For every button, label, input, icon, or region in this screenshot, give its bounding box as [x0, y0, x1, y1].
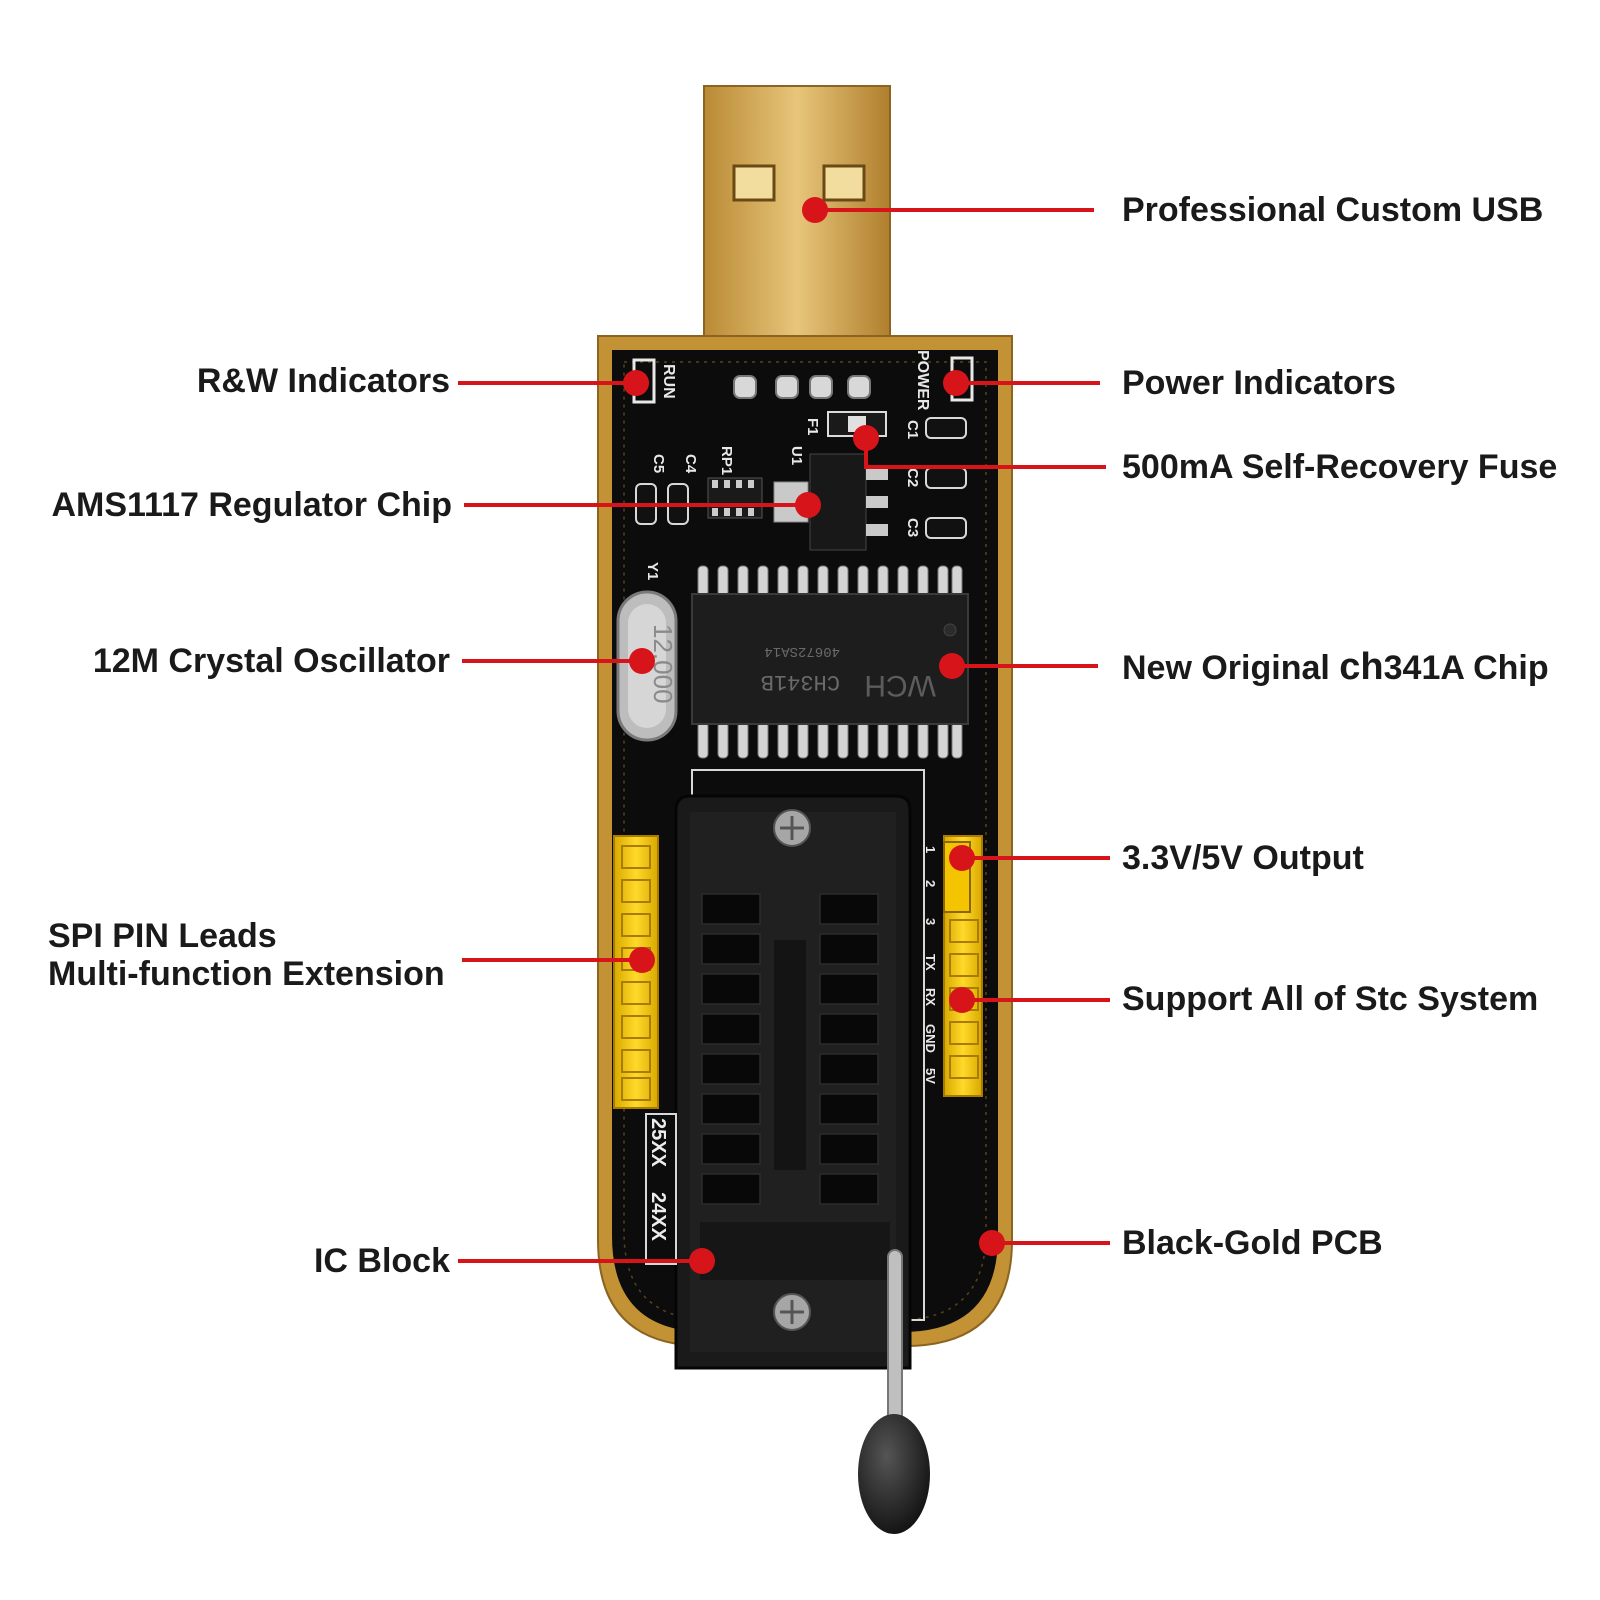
crystal-dot [629, 648, 655, 674]
socket-24xx-marking: 24XX [647, 1192, 669, 1242]
ic-block-label: IC Block [313, 1242, 450, 1280]
output-pin-header [943, 835, 983, 1097]
ic-block-dot [689, 1248, 715, 1274]
rw-dot [623, 370, 649, 396]
spi-label-line1: SPI PIN Leads [48, 917, 277, 955]
spi-label-line2: Multi-function Extension [48, 955, 445, 993]
stc-label: Support All of Stc System [1122, 980, 1539, 1018]
c3-marking: C3 [904, 518, 921, 537]
chip-label-emph: ch [1339, 646, 1384, 688]
pcb-label: Black-Gold PCB [1122, 1224, 1383, 1262]
pin-2-marking: 2 [923, 880, 938, 887]
u1-marking: U1 [788, 446, 805, 465]
run-marking: RUN [660, 364, 677, 399]
usb-dot [802, 197, 828, 223]
capacitor-c2 [925, 467, 967, 489]
c5-marking: C5 [650, 454, 667, 473]
stc-dot [949, 987, 975, 1013]
pin-gnd-marking: GND [923, 1024, 938, 1053]
power-dot [943, 370, 969, 396]
capacitor-c3 [925, 517, 967, 539]
usb-label: Professional Custom USB [1122, 191, 1544, 229]
fuse-label: 500mA Self-Recovery Fuse [1122, 448, 1558, 486]
crystal-label: 12M Crystal Oscillator [92, 642, 450, 680]
fuse-dot [853, 425, 879, 451]
pin-rx-marking: RX [923, 988, 938, 1006]
callout-dots [623, 197, 1005, 1274]
f1-marking: F1 [804, 418, 821, 436]
regulator-dot [795, 492, 821, 518]
y1-marking: Y1 [644, 562, 661, 580]
rw-indicators-label: R&W Indicators [196, 362, 450, 400]
chip-label-prefix: New Original [1122, 649, 1340, 687]
output-label: 3.3V/5V Output [1122, 839, 1364, 877]
pin-1-marking: 1 [923, 846, 938, 853]
resistor-pack [707, 477, 763, 519]
chip-code-marking: 40672SA14 [764, 643, 840, 659]
pin-3-marking: 3 [923, 918, 938, 925]
socket-25xx-marking: 25XX [647, 1118, 669, 1168]
spi-pin-header [613, 835, 659, 1109]
ic-socket [674, 794, 912, 1370]
chip-model-marking: CH341B [761, 669, 840, 694]
chip-label: New Original ch341A Chip [1122, 648, 1549, 687]
pin-tx-marking: TX [923, 954, 938, 971]
chip-logo-marking: WCH [864, 669, 936, 702]
socket-lever [858, 1249, 930, 1534]
capacitor-c1 [925, 417, 967, 439]
spi-label: SPI PIN Leads Multi-function Extension [48, 917, 445, 993]
ch341-chip [691, 593, 969, 725]
usb-solder-pads [733, 375, 871, 399]
pcb-dot [979, 1230, 1005, 1256]
socket-mode-box [645, 1113, 677, 1265]
c4-marking: C4 [682, 454, 699, 474]
rp1-marking: RP1 [718, 446, 735, 475]
chip-dot [939, 653, 965, 679]
c1-marking: C1 [904, 420, 921, 439]
chip-label-suffix: 341A Chip [1383, 649, 1549, 687]
spi-dot [629, 947, 655, 973]
output-dot [949, 845, 975, 871]
power-indicators-label: Power Indicators [1122, 364, 1396, 402]
pin-5v-marking: 5V [923, 1068, 938, 1084]
power-marking: POWER [914, 350, 931, 411]
callout-lines [458, 208, 1110, 1263]
c2-marking: C2 [904, 468, 921, 487]
regulator-label: AMS1117 Regulator Chip [51, 486, 452, 524]
